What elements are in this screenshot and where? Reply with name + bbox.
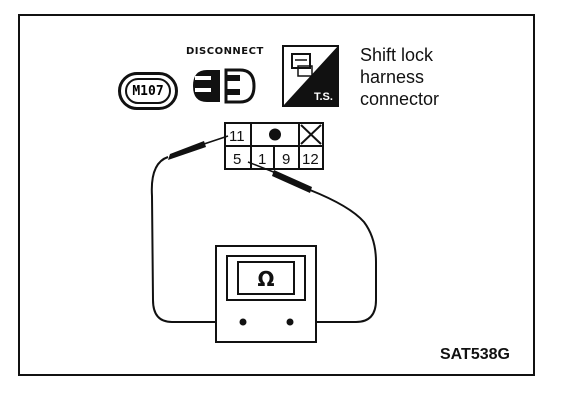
right-probe <box>247 161 377 323</box>
ts-label: T.S. <box>314 91 333 103</box>
harness-label-line-1: Shift lock <box>360 45 434 65</box>
meter-terminal-left <box>239 318 247 326</box>
figure-reference-code: SAT538G <box>440 346 510 363</box>
ohmmeter: Ω <box>215 245 317 343</box>
meter-terminal-right <box>286 318 294 326</box>
disconnect-label: DISCONNECT <box>186 46 264 57</box>
pin-1: 1 <box>258 151 266 168</box>
pin-12: 12 <box>302 151 319 168</box>
pin-5: 5 <box>233 151 241 168</box>
harness-label-line-2: harness <box>360 67 425 87</box>
harness-connector-face: 11 5 1 9 12 <box>224 122 324 170</box>
left-probe <box>150 135 243 323</box>
connector-code: M107 <box>125 78 171 104</box>
disconnect-connector-icon <box>193 68 256 104</box>
diagram-frame <box>18 14 535 376</box>
pin-9: 9 <box>282 151 290 168</box>
connector-code-badge: M107 <box>118 72 178 110</box>
ohm-symbol: Ω <box>257 267 274 291</box>
harness-label-line-3: connector <box>360 89 440 109</box>
connector-lock-dot <box>269 128 281 141</box>
pin-11: 11 <box>229 128 245 145</box>
harness-label: Shift lock harness connector <box>360 44 439 110</box>
ts-icon: T.S. <box>282 45 339 107</box>
